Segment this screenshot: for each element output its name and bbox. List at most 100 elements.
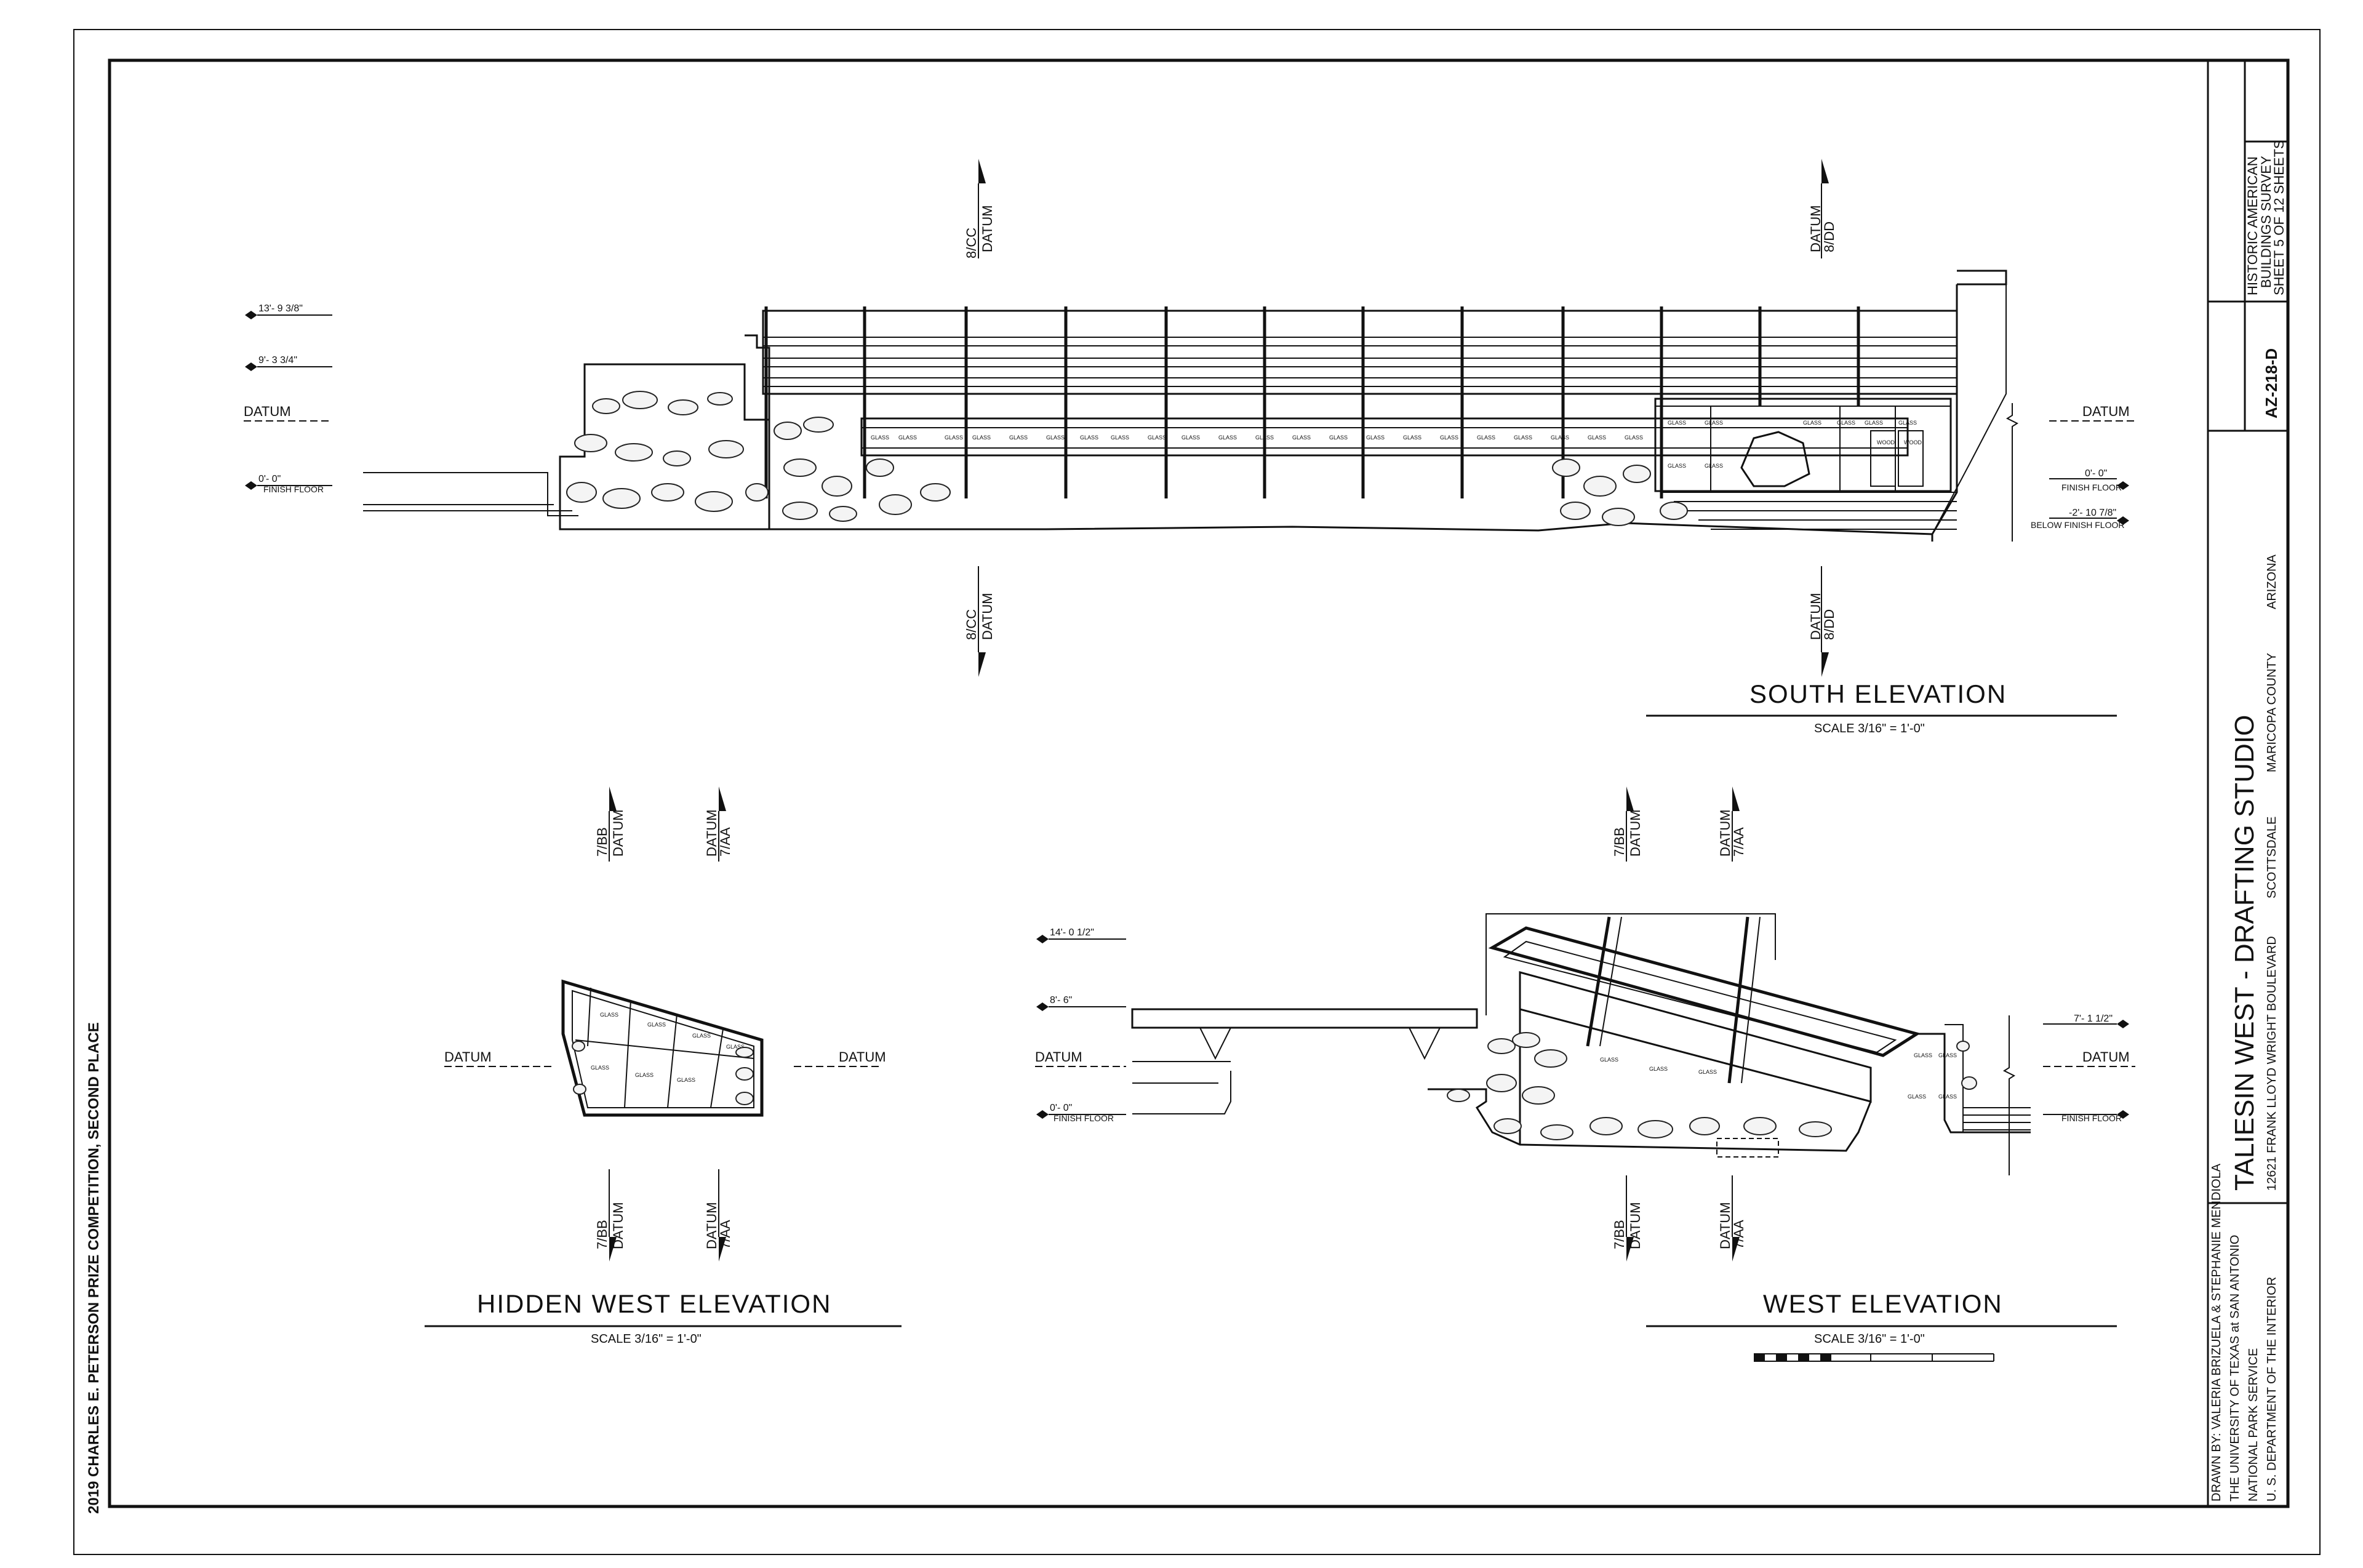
svg-text:GLASS: GLASS [1111,434,1129,441]
west-elevation-title: WEST ELEVATION [1763,1289,2003,1318]
svg-text:DATUM: DATUM [704,1202,719,1249]
svg-text:WOOD: WOOD [1904,439,1922,446]
svg-text:DATUM: DATUM [704,809,719,857]
south-stonework [566,391,1688,526]
south-glass-labels: GLASS GLASS GLASS GLASS GLASS GLASS GLAS… [871,420,1922,469]
svg-text:14'- 0 1/2": 14'- 0 1/2" [1050,927,1094,938]
section-marker-aa-top: DATUM 7/AA [704,786,733,862]
svg-text:8/CC: 8/CC [964,609,979,640]
svg-text:FINISH FLOOR: FINISH FLOOR [2061,1113,2122,1123]
section-marker-bb-bottom: 7/BB DATUM [594,1169,626,1262]
svg-text:GLASS: GLASS [1705,420,1723,426]
west-level-markers: 14'- 0 1/2" 8'- 6" DATUM 0'- 0" FINISH F… [1035,927,2135,1123]
svg-text:GLASS: GLASS [871,434,889,441]
agency-name: NATIONAL PARK SERVICE [2247,1348,2260,1502]
svg-text:7'- 1 1/2": 7'- 1 1/2" [2074,1014,2113,1024]
survey-name-line2: BUILDINGS SURVEY [2258,156,2274,288]
svg-text:GLASS: GLASS [1803,420,1821,426]
svg-text:GLASS: GLASS [1080,434,1098,441]
hidden-west-datum-left: DATUM [444,1049,492,1065]
svg-text:7/BB: 7/BB [1612,1220,1627,1249]
svg-text:-2'- 10 7/8": -2'- 10 7/8" [2069,508,2116,518]
svg-text:FINISH FLOOR: FINISH FLOOR [1054,1113,1114,1123]
south-building-outline [363,270,2019,542]
svg-text:7/BB: 7/BB [1612,827,1627,857]
section-marker-bb-top: 7/BB DATUM [594,786,626,862]
svg-text:GLASS: GLASS [1218,434,1237,441]
svg-text:GLASS: GLASS [600,1012,618,1018]
svg-text:7/AA: 7/AA [1731,1220,1746,1249]
svg-text:GLASS: GLASS [1938,1052,1957,1058]
svg-text:8/CC: 8/CC [964,228,979,258]
survey-number: AZ-218-D [2262,348,2281,418]
svg-text:0'- 0": 0'- 0" [1050,1103,1072,1113]
svg-text:GLASS: GLASS [677,1077,695,1083]
svg-text:8/DD: 8/DD [1821,222,1837,252]
project-state: ARIZONA [2265,554,2279,609]
west-section-bb-bottom: 7/BB DATUM [1612,1175,1643,1262]
svg-text:GLASS: GLASS [1255,434,1274,441]
svg-text:9'- 3 3/4": 9'- 3 3/4" [258,355,297,366]
svg-text:7/BB: 7/BB [594,827,610,857]
svg-text:GLASS: GLASS [1477,434,1495,441]
svg-text:GLASS: GLASS [1440,434,1458,441]
inner-border [108,58,2290,1508]
svg-text:GLASS: GLASS [591,1065,609,1071]
svg-text:GLASS: GLASS [1009,434,1028,441]
west-elevation-scale: SCALE 3/16" = 1'-0" [1814,1332,1925,1346]
svg-text:GLASS: GLASS [1046,434,1065,441]
svg-text:GLASS: GLASS [692,1033,711,1039]
department-name: U. S. DEPARTMENT OF THE INTERIOR [2265,1277,2279,1502]
outer-border [73,29,2321,1555]
svg-text:GLASS: GLASS [1514,434,1532,441]
svg-text:GLASS: GLASS [1898,420,1917,426]
svg-text:GLASS: GLASS [1938,1094,1957,1100]
svg-text:0'- 0": 0'- 0" [2085,468,2107,479]
datum-right: DATUM [2082,404,2130,419]
level-markers-left: 13'- 9 3/8" 9'- 3 3/4" DATUM 0'- 0" FINI… [244,303,332,494]
svg-text:GLASS: GLASS [1148,434,1166,441]
svg-text:GLASS: GLASS [1649,1066,1668,1072]
svg-text:GLASS: GLASS [635,1072,654,1078]
svg-text:DATUM: DATUM [610,809,626,857]
hidden-west-title: HIDDEN WEST ELEVATION [477,1289,831,1318]
south-elevation-scale: SCALE 3/16" = 1'-0" [1814,722,1925,735]
svg-text:GLASS: GLASS [1329,434,1348,441]
svg-text:DATUM: DATUM [1628,1202,1643,1249]
level-markers-right: DATUM 0'- 0" FINISH FLOOR -2'- 10 7/8" B… [2031,404,2135,530]
south-elevation-title: SOUTH ELEVATION [1749,679,2007,708]
svg-text:7/AA: 7/AA [718,1220,733,1249]
section-marker-cc-bottom: 8/CC DATUM [964,566,995,677]
svg-text:8/DD: 8/DD [1821,609,1837,640]
datum-left: DATUM [244,404,291,419]
hidden-west-window-wall: GLASS GLASS GLASS GLASS GLASS GLASS GLAS… [561,979,764,1117]
svg-text:DATUM: DATUM [980,593,995,640]
svg-text:GLASS: GLASS [1551,434,1569,441]
svg-text:GLASS: GLASS [1292,434,1311,441]
svg-text:GLASS: GLASS [1698,1069,1717,1075]
west-building-outline: GLASS GLASS GLASS GLASS GLASS GLASS GLAS… [1131,913,2031,1175]
svg-text:DATUM: DATUM [610,1202,626,1249]
west-datum-left: DATUM [1035,1049,1082,1065]
svg-text:GLASS: GLASS [1908,1094,1926,1100]
svg-text:GLASS: GLASS [898,434,917,441]
west-section-bb-top: 7/BB DATUM [1612,786,1643,862]
project-address: 12621 FRANK LLOYD WRIGHT BOULEVARD [2265,936,2279,1191]
hidden-west-datum-right: DATUM [839,1049,886,1065]
svg-text:GLASS: GLASS [647,1022,666,1028]
graphic-scale-bar [1754,1353,1994,1362]
section-marker-dd-bottom: DATUM 8/DD [1808,566,1837,677]
svg-text:GLASS: GLASS [1837,420,1855,426]
svg-text:GLASS: GLASS [972,434,991,441]
svg-text:7/AA: 7/AA [718,827,733,857]
survey-name-line1: HISTORIC AMERICAN [2245,156,2260,295]
svg-text:13'- 9 3/8": 13'- 9 3/8" [258,303,303,314]
project-title: TALIESIN WEST - DRAFTING STUDIO [2229,715,2260,1191]
svg-text:GLASS: GLASS [1366,434,1385,441]
svg-text:GLASS: GLASS [1705,463,1723,469]
west-elevation: 7/BB DATUM DATUM 7/AA 7/BB DATUM DATUM 7… [1035,786,2135,1362]
section-marker-cc-top: 8/CC DATUM [964,159,995,258]
svg-text:GLASS: GLASS [726,1044,745,1050]
svg-text:0'- 0": 0'- 0" [258,474,281,484]
